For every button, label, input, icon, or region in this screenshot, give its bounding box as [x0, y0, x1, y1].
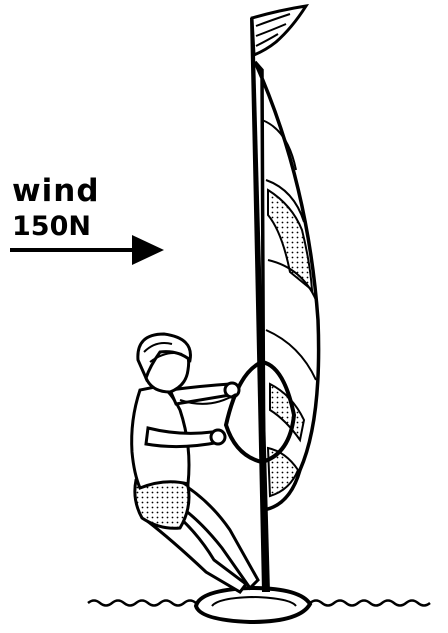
wind-arrow-icon	[10, 235, 164, 265]
wind-force-label: 150N	[12, 211, 91, 242]
sail-icon	[253, 60, 321, 513]
wind-label: wind	[12, 173, 100, 209]
board-icon	[193, 585, 313, 625]
water-waves-icon	[87, 599, 431, 607]
windsurfer-person-icon	[130, 332, 297, 594]
flag-icon	[250, 4, 310, 58]
mast-icon	[250, 18, 270, 592]
